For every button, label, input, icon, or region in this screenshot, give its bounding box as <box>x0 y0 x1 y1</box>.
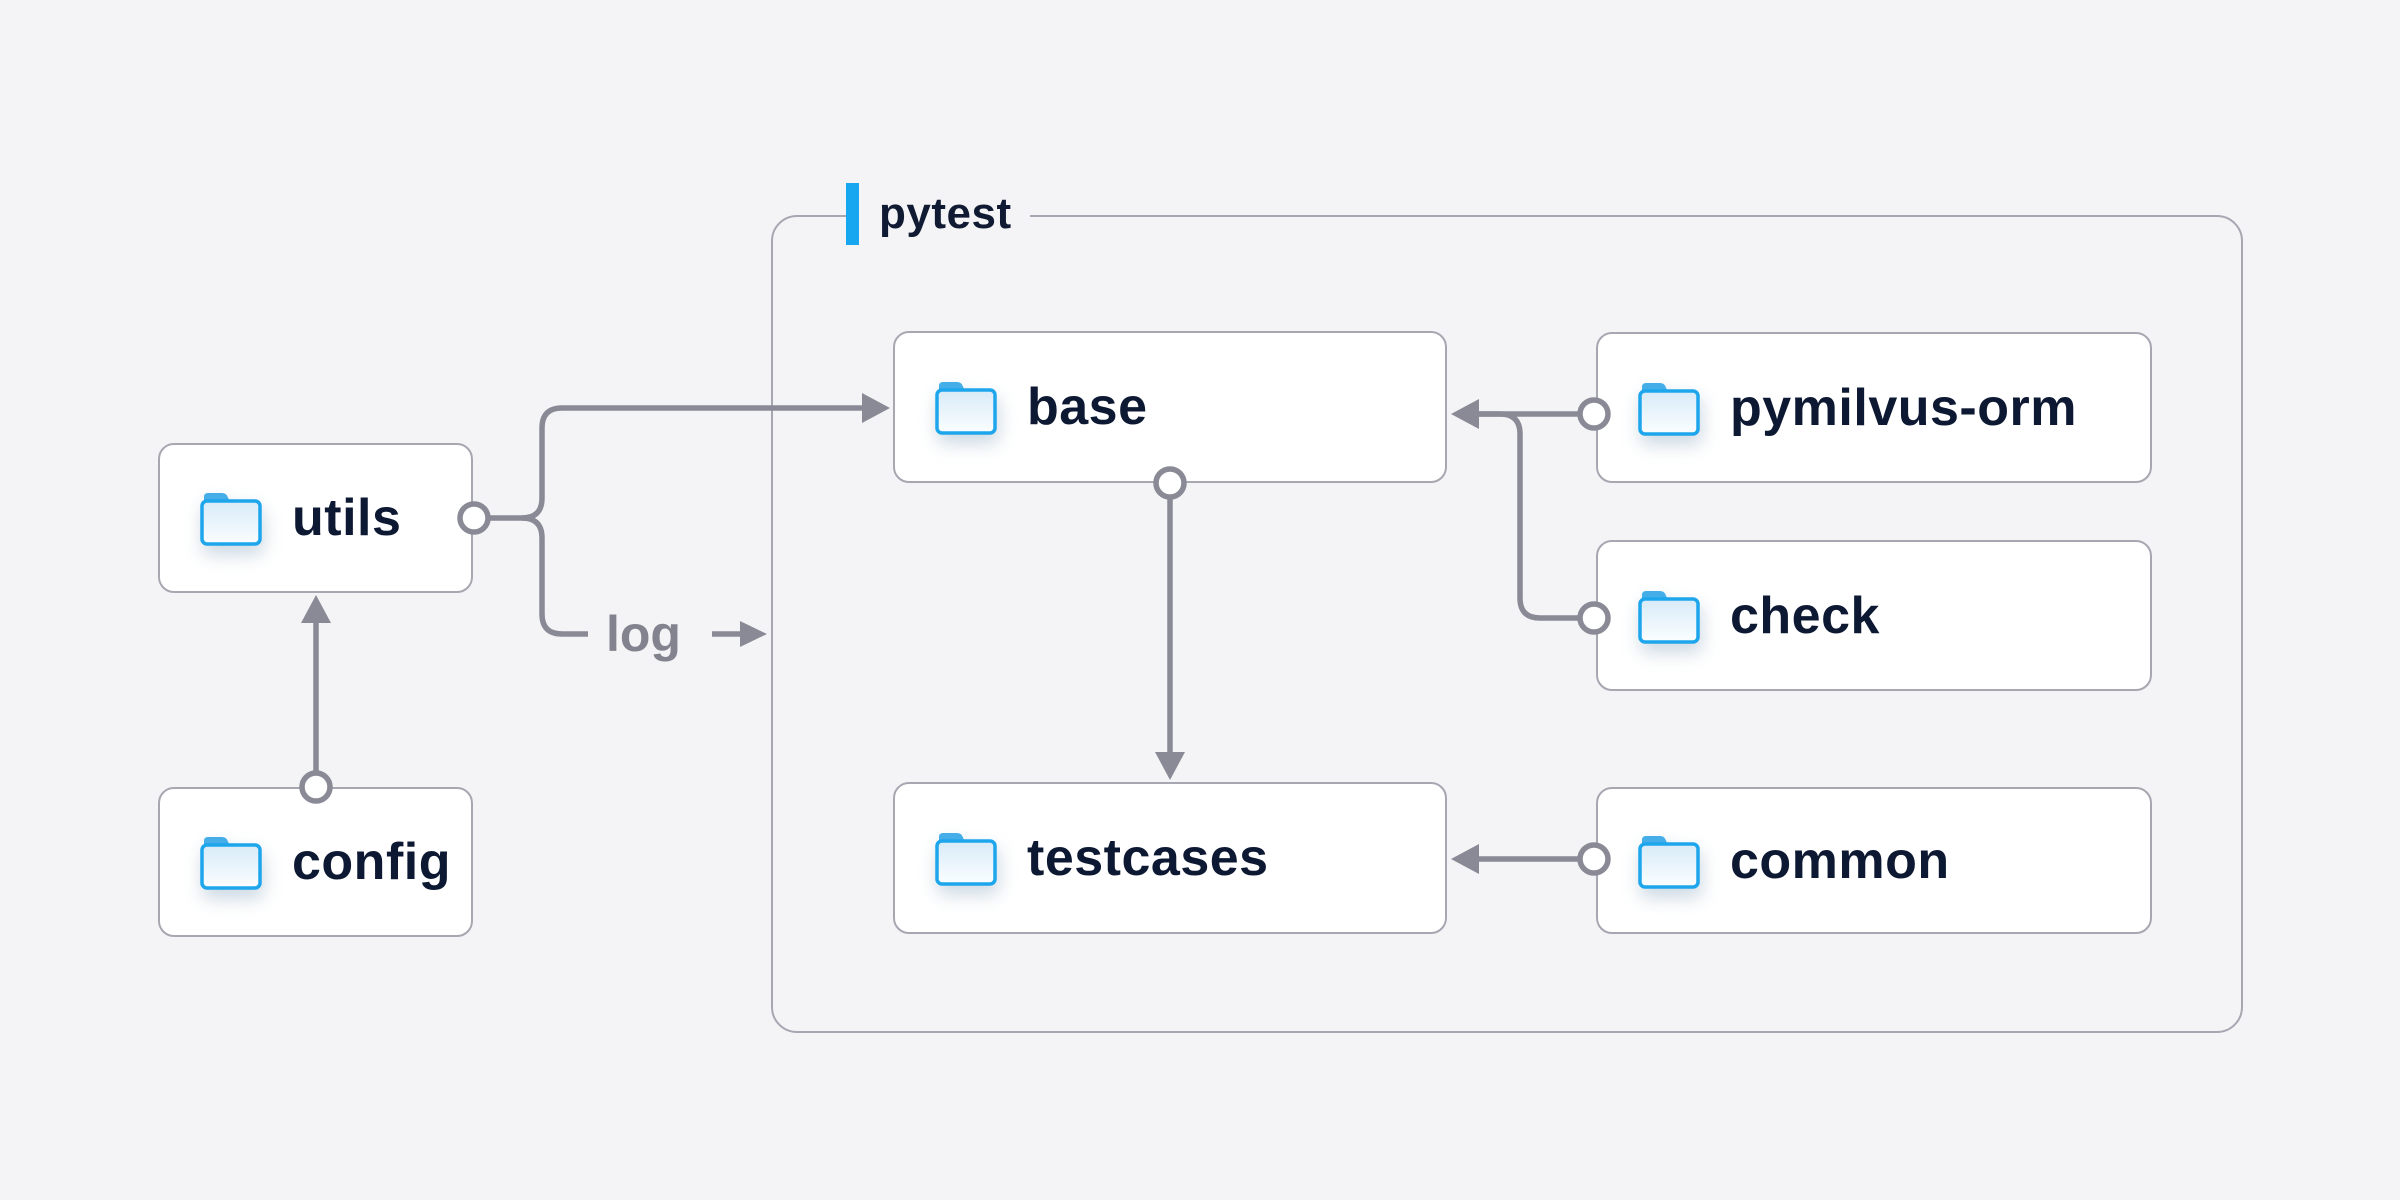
node-check[interactable]: check <box>1596 540 2152 691</box>
pytest-accent-bar <box>846 183 859 245</box>
arrowhead-up <box>301 595 331 623</box>
edge-label-log: log <box>606 606 681 662</box>
folder-icon <box>935 382 997 435</box>
folder-icon <box>200 493 262 546</box>
edge-config-to-utils <box>299 595 333 804</box>
pytest-group-label: pytest <box>846 183 1030 245</box>
node-label: pymilvus-orm <box>1730 378 2077 437</box>
node-common[interactable]: common <box>1596 787 2152 934</box>
folder-icon <box>935 833 997 886</box>
node-label: utils <box>292 489 402 547</box>
folder-icon <box>1638 590 1700 644</box>
arrowhead-right-small <box>740 621 767 647</box>
node-pymilvus-orm[interactable]: pymilvus-orm <box>1596 332 2152 483</box>
node-label: testcases <box>1027 829 1269 887</box>
node-label: common <box>1730 831 1950 890</box>
edge-utils-to-log: log <box>521 515 767 662</box>
folder-icon <box>1638 382 1700 436</box>
node-label: check <box>1730 586 1880 645</box>
pytest-group-title: pytest <box>879 189 1012 238</box>
node-label: base <box>1027 378 1148 436</box>
node-config[interactable]: config <box>158 787 473 937</box>
pytest-group-box <box>771 215 2243 1033</box>
node-testcases[interactable]: testcases <box>893 782 1447 934</box>
node-base[interactable]: base <box>893 331 1447 483</box>
node-utils[interactable]: utils <box>158 443 473 593</box>
folder-icon <box>1638 835 1700 889</box>
folder-icon <box>200 837 262 890</box>
node-label: config <box>292 833 451 891</box>
